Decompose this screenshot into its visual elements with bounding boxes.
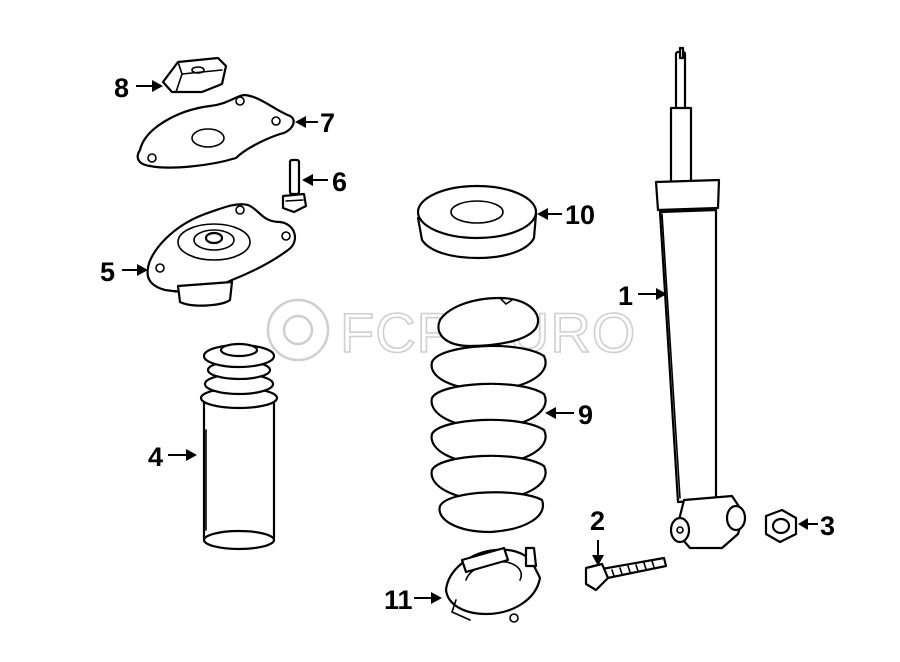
arrowhead-8 xyxy=(152,80,163,92)
part-10-spring-seat xyxy=(416,184,538,260)
arrowhead-6 xyxy=(302,174,313,186)
arrowhead-1 xyxy=(656,288,667,300)
callout-10: 10 xyxy=(565,200,595,230)
arrowhead-10 xyxy=(537,208,548,220)
part-8-block xyxy=(161,56,228,94)
callout-3: 3 xyxy=(820,511,835,541)
arrowhead-11 xyxy=(431,592,442,604)
arrowhead-5 xyxy=(137,264,148,276)
callout-2: 2 xyxy=(590,506,605,536)
part-5-strut-mount xyxy=(146,203,297,307)
arrowhead-2 xyxy=(592,555,604,566)
part-4-dust-boot xyxy=(199,342,279,551)
callout-6: 6 xyxy=(332,167,347,197)
part-6-bolt xyxy=(281,158,308,214)
callout-7: 7 xyxy=(320,108,335,138)
leader-lines xyxy=(122,80,818,604)
part-9-coil-spring xyxy=(430,296,547,534)
callout-11: 11 xyxy=(384,585,413,615)
callout-1: 1 xyxy=(618,281,633,311)
part-11-lower-seat xyxy=(444,546,542,623)
arrowhead-3 xyxy=(798,518,808,530)
part-2-bolt xyxy=(584,556,668,592)
arrowhead-7 xyxy=(295,116,306,128)
part-7-gasket xyxy=(136,93,295,169)
callout-9: 9 xyxy=(578,400,593,430)
callout-labels: 8 7 6 5 4 10 9 11 1 2 3 xyxy=(100,73,835,615)
arrowhead-4 xyxy=(186,449,197,461)
callout-8: 8 xyxy=(114,73,129,103)
callout-4: 4 xyxy=(148,442,163,472)
part-3-nut xyxy=(764,508,798,544)
part-1-shock-absorber xyxy=(654,46,747,550)
callout-5: 5 xyxy=(100,257,115,287)
arrowhead-9 xyxy=(545,407,556,419)
